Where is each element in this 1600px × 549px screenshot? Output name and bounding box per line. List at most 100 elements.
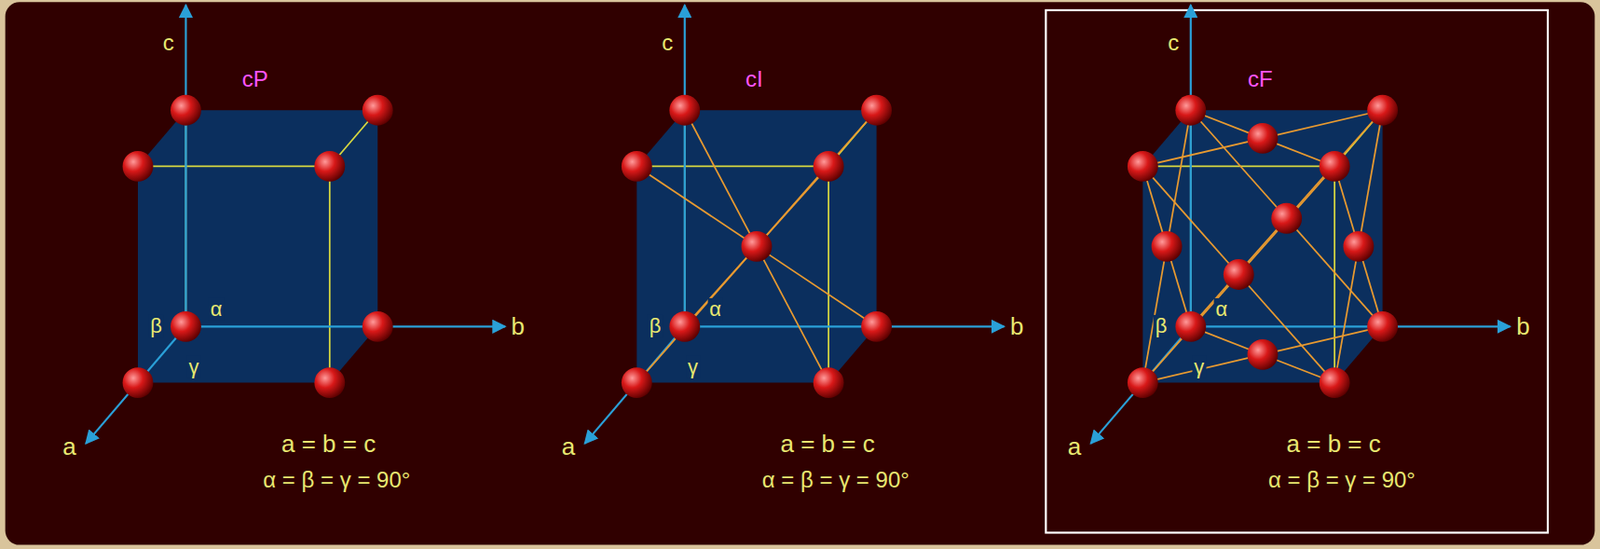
lattice-bond (1190, 109, 1287, 219)
lattice-atom (813, 150, 845, 182)
lattice-atom (170, 311, 202, 342)
lattice-bond (636, 165, 757, 247)
lattice-atom (1247, 123, 1279, 154)
lattice-atom (362, 311, 394, 342)
lattice-bond (1142, 274, 1239, 383)
lattice-bond (1286, 218, 1383, 327)
lattice-bond (756, 246, 877, 327)
lattice-bond (756, 109, 877, 247)
lattice-bond (636, 246, 757, 383)
lattice-atom (314, 367, 345, 398)
lattice-atom (621, 367, 653, 398)
formula: α = β = γ = 90° (762, 466, 910, 492)
lattice-bond (1142, 354, 1263, 383)
lattice-atom (1151, 231, 1183, 262)
lattice-atom (1367, 311, 1398, 342)
lattice-bond (756, 246, 829, 383)
angle-label: α (208, 298, 225, 321)
cube-edge (328, 165, 331, 383)
lattice-symbol: cI (745, 67, 764, 92)
lattice-atom (741, 231, 773, 262)
formula: α = β = γ = 90° (1268, 466, 1416, 492)
axis-arrow (185, 325, 506, 328)
axis-label: b (1516, 313, 1530, 341)
lattice-atom (861, 311, 892, 342)
lattice-atom (813, 367, 845, 398)
axis-label: c (163, 30, 175, 55)
cube-edge (827, 165, 830, 383)
lattice-atom (861, 95, 892, 126)
lattice-atom (1175, 95, 1206, 126)
axis-label: a (1067, 432, 1081, 460)
formula: α = β = γ = 90° (262, 466, 411, 492)
cube-body (636, 109, 876, 383)
lattice-atom (314, 150, 345, 182)
lattice-atom (1271, 203, 1302, 234)
lattice-bond (1190, 218, 1287, 327)
lattice-atom (669, 311, 700, 342)
lattice-bond (1286, 109, 1383, 219)
lattice-atom (1127, 150, 1159, 182)
unit-cell (1091, 4, 1511, 443)
axis-label: a (561, 432, 575, 460)
formula: a = b = c (779, 430, 875, 458)
lattice-atom (1342, 231, 1374, 262)
angle-label: γ (1191, 355, 1206, 379)
lattice-atom (1319, 367, 1351, 398)
lattice-atom (621, 150, 653, 182)
axis-arrow (1091, 326, 1191, 444)
lattice-atom (1319, 150, 1351, 182)
lattice-atom (1367, 95, 1398, 126)
lattice-atom (362, 95, 394, 126)
axis-arrow (184, 4, 187, 327)
selection-frame (1045, 10, 1548, 534)
axis-label: b (1010, 313, 1024, 341)
cube-body (1142, 109, 1382, 383)
cube-edge (636, 165, 829, 168)
formula: a = b = c (281, 430, 376, 458)
lattice-bond (1262, 326, 1383, 355)
lattice-atom (669, 95, 700, 126)
angle-label: γ (685, 355, 700, 379)
lattice-atom (1247, 339, 1279, 370)
lattice-bond (1238, 165, 1335, 274)
lattice-bond (1142, 165, 1239, 274)
lattice-bond (756, 165, 829, 247)
axis-arrow (85, 326, 186, 444)
lattice-atom (170, 95, 202, 126)
axis-arrow (683, 4, 686, 327)
lattice-bond (1358, 109, 1383, 247)
lattice-atom (123, 367, 154, 398)
lattice-bond (684, 109, 757, 247)
lattice-atom (1127, 367, 1159, 398)
unit-cell (85, 4, 506, 443)
lattice-atom (1223, 259, 1255, 290)
axis-arrow (1190, 325, 1511, 328)
cube-edge (137, 165, 330, 168)
angle-label: γ (187, 355, 202, 379)
axis-arrow (684, 325, 1005, 328)
lattice-symbol: cP (242, 67, 269, 92)
dark-panel (5, 1, 1596, 545)
angle-label: β (647, 314, 664, 338)
lattice-atom (1175, 311, 1206, 342)
angle-label: β (1153, 314, 1170, 338)
axis-label: a (62, 432, 76, 460)
lattice-bond (1142, 137, 1263, 166)
lattice-bond (1334, 246, 1359, 383)
axis-label: c (1167, 30, 1179, 55)
angle-label: α (1213, 298, 1230, 321)
angle-label: α (707, 298, 724, 321)
formula: a = b = c (1286, 430, 1382, 458)
axis-label: c (661, 30, 673, 55)
lattice-atom (123, 150, 154, 182)
angle-label: β (148, 314, 165, 338)
cube-edge (1333, 165, 1336, 383)
lattice-bond (1262, 109, 1383, 138)
cube-edge (1142, 165, 1335, 168)
lattice-symbol: cF (1247, 67, 1273, 92)
axis-arrow (1189, 4, 1192, 327)
lattice-bond (1166, 109, 1191, 247)
lattice-bond (1238, 274, 1335, 383)
unit-cell (585, 4, 1005, 443)
